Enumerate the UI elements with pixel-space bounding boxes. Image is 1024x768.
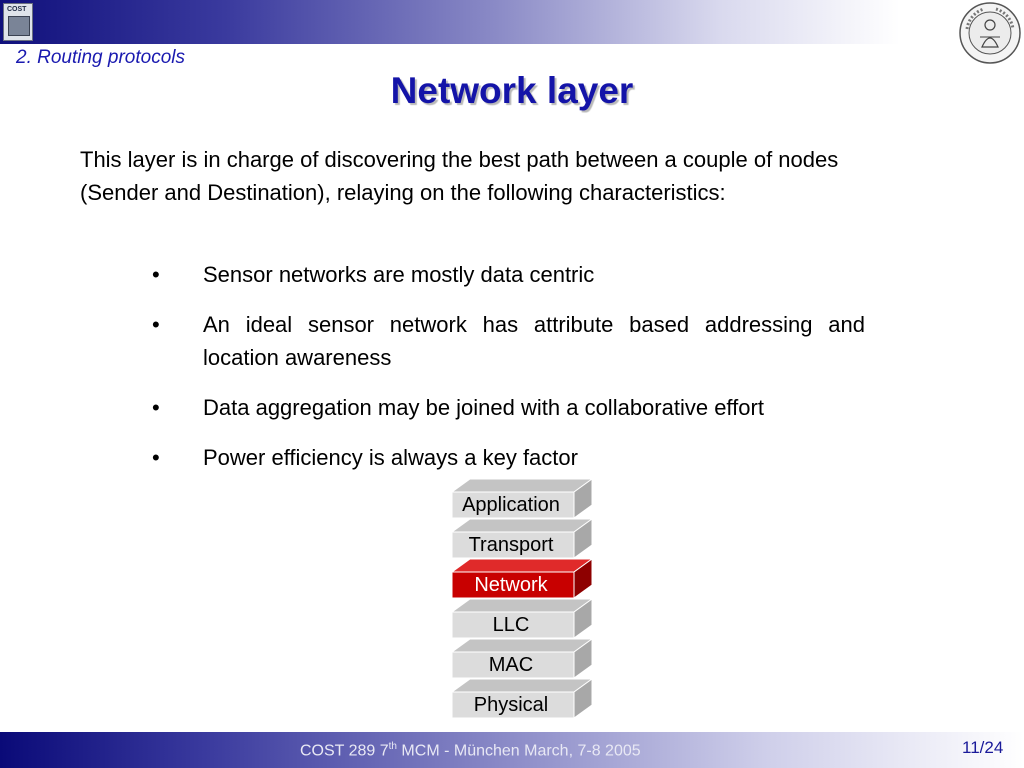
stack-layer-shape <box>450 638 594 678</box>
stack-layer-face <box>451 651 575 678</box>
list-item: • Power efficiency is always a key factor <box>150 441 865 474</box>
stack-layer-top <box>450 678 594 693</box>
stack-layer-shape <box>450 478 594 518</box>
bullet-text: An ideal sensor network has attribute ba… <box>203 312 865 370</box>
stack-layer-label: Transport <box>468 534 554 556</box>
header-band <box>0 0 900 44</box>
bullet-text: Data aggregation may be joined with a co… <box>203 395 764 420</box>
slide-title: Network layer <box>390 70 634 111</box>
list-item: • Sensor networks are mostly data centric <box>150 258 865 291</box>
bullet-text: Power efficiency is always a key factor <box>203 445 578 470</box>
stack-layer-top <box>450 518 594 533</box>
stack-layer-face <box>451 571 575 598</box>
page-number: 11/24 <box>962 738 1004 757</box>
stack-layer-mac: MAC <box>448 638 598 678</box>
stack-layer-llc: LLC <box>448 598 598 638</box>
footer-band <box>0 732 1024 768</box>
stack-layer-top <box>450 478 594 493</box>
stack-layer-label: MAC <box>488 654 534 676</box>
footer-text-sup: th <box>388 741 397 752</box>
stack-layer-label: LLC <box>492 614 530 636</box>
university-seal-icon <box>959 2 1021 64</box>
stack-layer-shape <box>450 678 594 718</box>
stack-layer-top <box>450 598 594 613</box>
stack-layer-label: Network <box>474 574 548 596</box>
footer-text-pre: COST 289 7 <box>300 742 389 760</box>
cost-logo-emblem <box>8 16 30 36</box>
bullet-icon: • <box>152 395 160 420</box>
stack-layer-physical: Physical <box>448 678 598 718</box>
bullet-icon: • <box>152 262 160 287</box>
bullet-list: • Sensor networks are mostly data centric… <box>150 258 865 491</box>
stack-layer-face <box>451 611 575 638</box>
stack-layer-top <box>450 558 594 573</box>
stack-layer-shape <box>450 558 594 598</box>
cost-logo-text: COST <box>7 6 27 13</box>
stack-layer-shape <box>450 598 594 638</box>
list-item: • An ideal sensor network has attribute b… <box>150 308 865 374</box>
stack-layer-network: Network <box>448 558 598 598</box>
cost-logo: COST <box>3 3 33 41</box>
stack-layer-label: Application <box>462 494 560 516</box>
stack-layer-face <box>451 531 575 558</box>
stack-layer-shape <box>450 518 594 558</box>
bullet-text: Sensor networks are mostly data centric <box>203 262 595 287</box>
list-item: • Data aggregation may be joined with a c… <box>150 391 865 424</box>
section-label: 2. Routing protocols <box>16 47 185 68</box>
stack-layer-face <box>451 491 575 518</box>
bullet-icon: • <box>152 312 160 337</box>
stack-layer-application: Application <box>448 478 598 518</box>
stack-layer-top <box>450 638 594 653</box>
stack-layer-label: Physical <box>473 694 549 716</box>
stack-layer-transport: Transport <box>448 518 598 558</box>
bullet-icon: • <box>152 445 160 470</box>
footer-text: COST 289 7th MCM - München March, 7-8 20… <box>300 741 641 760</box>
footer-text-post: MCM - München March, 7-8 2005 <box>396 742 641 760</box>
intro-paragraph: This layer is in charge of discovering t… <box>80 147 839 205</box>
stack-layer-face <box>451 691 575 718</box>
